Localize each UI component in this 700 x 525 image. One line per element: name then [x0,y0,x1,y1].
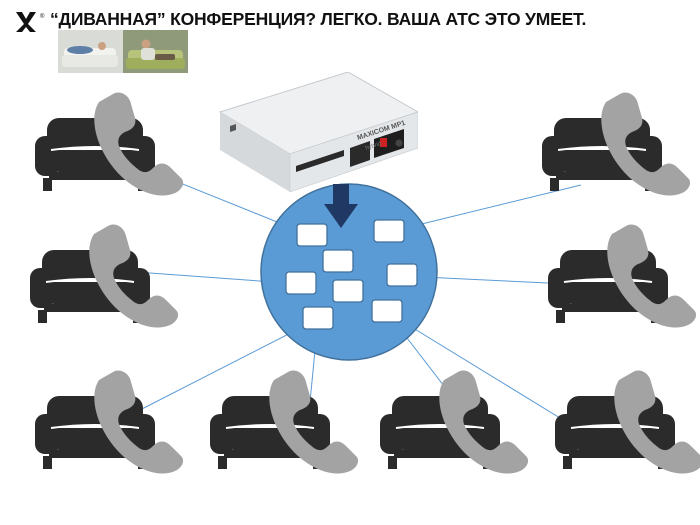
speech-bubble-icon [296,223,328,247]
participant [379,370,529,474]
device-model-label: hybrid [365,141,382,152]
speech-bubble-icon [285,271,317,295]
participant [34,92,184,196]
participant [209,370,359,474]
page-title: “ДИВАННАЯ” КОНФЕРЕНЦИЯ? ЛЕГКО. ВАША АТС … [50,9,587,29]
speech-bubble-icon [302,306,334,330]
speech-bubble-icon [332,279,364,303]
speech-bubble-icon [371,299,403,323]
speech-bubble-icon [386,263,418,287]
speech-bubble-icon [373,219,405,243]
participant [34,370,184,474]
pbx-device: MAXICOM MP1 hybrid [218,72,418,193]
connection-line [386,311,592,438]
participant [547,224,697,328]
arrow-down-icon [324,184,358,228]
participant [29,224,179,328]
participant [554,370,700,474]
svg-text:®: ® [40,13,45,20]
maxicom-logo-icon: ® [16,12,45,32]
speech-bubble-icon [322,249,354,273]
participant [541,92,691,196]
sofa-photo [58,30,188,73]
